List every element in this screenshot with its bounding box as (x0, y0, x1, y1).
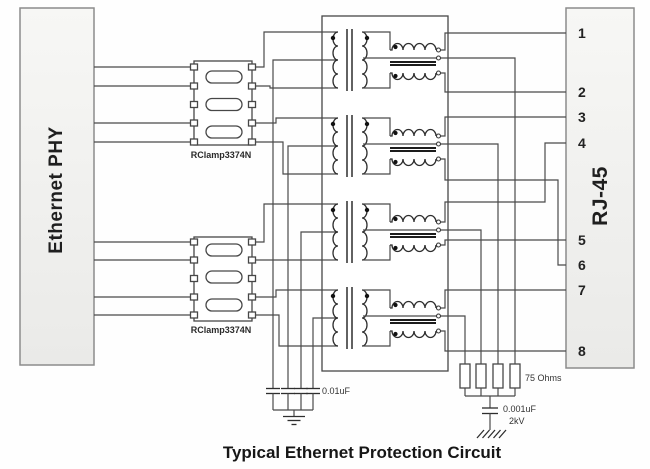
wire-to-pin4 (440, 142, 566, 223)
transformer-channel-1 (322, 29, 566, 364)
clamp1-pads (189, 63, 257, 146)
wire-to-pin7 (440, 289, 566, 309)
transformer-channel-2 (322, 115, 566, 364)
resistor-label: 75 Ohms (525, 373, 562, 383)
rj45-pin-3: 3 (578, 109, 586, 125)
tap1-to-resistor (440, 57, 516, 364)
tap2-to-resistor (440, 143, 499, 364)
rj45-pin-1: 1 (578, 25, 586, 41)
ethernet-phy-label: Ethernet PHY (46, 126, 67, 253)
wire-to-pin6 (440, 158, 566, 266)
phy-wires (94, 66, 191, 316)
tvs-pill (205, 125, 243, 139)
chassis-ground-symbol (476, 429, 507, 439)
choke-top-coil (390, 214, 437, 223)
rclamp-device-1: RClamp3374N (189, 60, 257, 160)
choke-bottom-coil (390, 330, 437, 339)
rj45-label: RJ-45 (589, 166, 612, 226)
transformer-channel-3 (322, 142, 566, 364)
resistor (509, 363, 521, 389)
rclamp2-label: RClamp3374N (191, 325, 252, 335)
resistor (492, 363, 504, 389)
ground-symbol (283, 415, 305, 426)
center-tap-buses (272, 59, 338, 388)
ethernet-phy-block: Ethernet PHY (19, 7, 95, 366)
termination-network: 75 Ohms 0.001uF 2kV (459, 363, 562, 439)
rclamp1-label: RClamp3374N (191, 150, 252, 160)
rj45-pin-2: 2 (578, 84, 586, 100)
wire-to-pin3 (440, 116, 566, 137)
choke-top-coil (390, 42, 437, 51)
rj45-pin-6: 6 (578, 257, 586, 273)
choke-top-coil (390, 128, 437, 137)
choke-top-coil (390, 300, 437, 309)
resistor (459, 363, 471, 389)
transformer-channel-4 (322, 287, 566, 364)
wire-to-pin8 (440, 330, 566, 352)
tap3-to-resistor (440, 229, 482, 364)
magnetics-module-box (321, 15, 449, 372)
choke-bottom-coil (390, 72, 437, 81)
rj45-pin-5: 5 (578, 232, 586, 248)
rj45-pin-4: 4 (578, 135, 586, 151)
tvs-pill (205, 243, 243, 257)
hv-capacitor (482, 407, 498, 415)
resistor (475, 363, 487, 389)
rj45-pin-8: 8 (578, 343, 586, 359)
tvs-pill (205, 298, 243, 312)
hv-cap-rating-label: 2kV (509, 416, 525, 426)
bypass-cap-array: 0.01uF (266, 386, 351, 426)
rj45-pin-7: 7 (578, 282, 586, 298)
tvs-pill (205, 97, 243, 112)
wire-to-pin1 (440, 32, 566, 51)
hv-cap-value-label: 0.001uF (503, 404, 537, 414)
cap-array-label: 0.01uF (322, 386, 351, 396)
tap4-to-resistor (440, 315, 466, 364)
wire-to-pin2 (440, 72, 566, 93)
diagram-title: Typical Ethernet Protection Circuit (223, 443, 502, 462)
rclamp-device-2: RClamp3374N (189, 236, 257, 335)
tvs-pill (205, 70, 243, 84)
choke-bottom-coil (390, 158, 437, 167)
rj45-block: RJ-45 1 2 3 4 5 6 7 8 (565, 7, 635, 369)
choke-bottom-coil (390, 244, 437, 253)
wire-to-pin5 (440, 239, 566, 246)
tvs-pill (205, 270, 243, 284)
